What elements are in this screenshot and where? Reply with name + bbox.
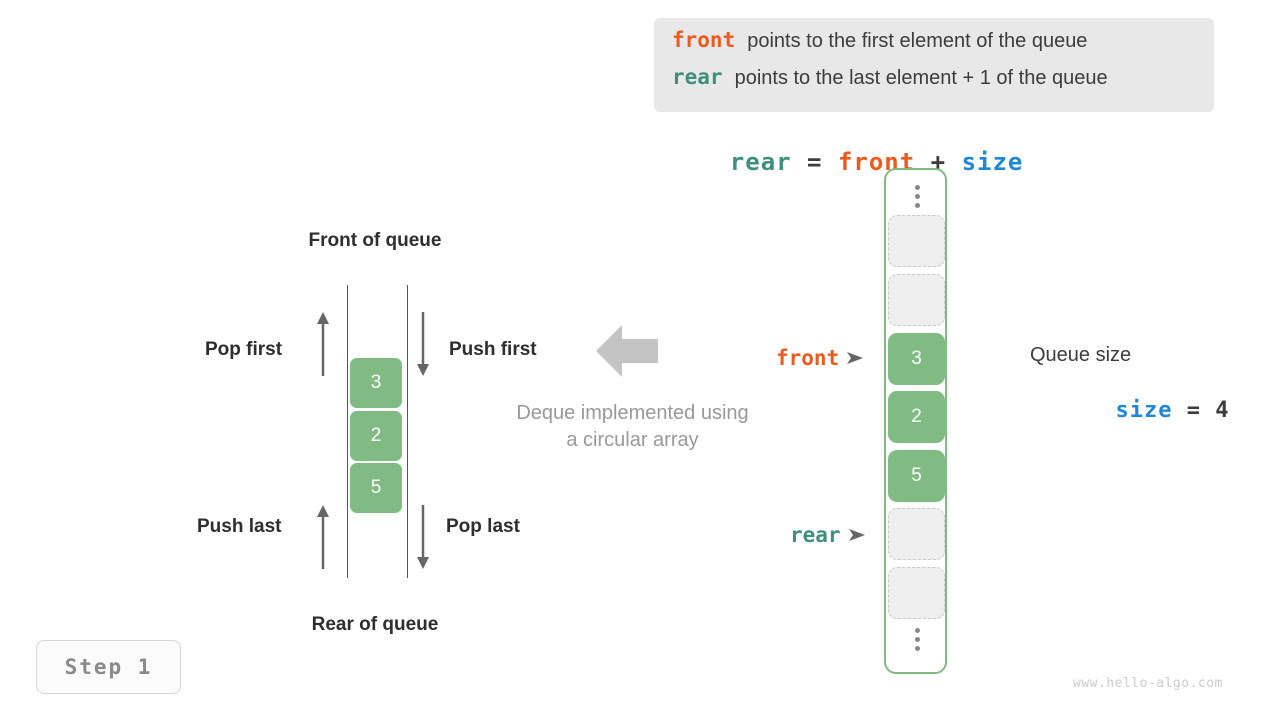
- legend-key-front: front: [672, 28, 736, 52]
- array-cell-filled: 5: [888, 450, 945, 502]
- array-cell-empty: [888, 508, 945, 560]
- array-cell-filled: 2: [888, 391, 945, 443]
- pop-first-label: Pop first: [205, 339, 283, 360]
- deque-cell: 2: [350, 411, 402, 461]
- front-pointer-label: front: [776, 346, 840, 370]
- formula-eq: =: [791, 148, 838, 176]
- arrow-down-push-first-icon: [417, 312, 429, 376]
- watermark: www.hello-algo.com: [1073, 676, 1223, 691]
- legend-key-rear: rear: [672, 65, 723, 89]
- pointer-arrowhead-icon: [848, 529, 865, 541]
- array-cell-empty: [888, 567, 945, 619]
- front-pointer: front: [776, 346, 864, 370]
- legend-text-rear: points to the last element + 1 of the qu…: [734, 67, 1108, 89]
- deque-cell: 5: [350, 463, 402, 513]
- legend-row-front: front points to the first element of the…: [672, 28, 1196, 65]
- ellipsis-top-icon: [886, 185, 949, 208]
- caption-line-1: Deque implemented using: [516, 402, 749, 424]
- circular-array-container: 3 2 5: [884, 168, 947, 674]
- arrow-up-push-last-icon: [317, 505, 329, 569]
- queue-size-title: Queue size: [1030, 344, 1132, 366]
- formula-rear-equals-front-plus-size: rear = front + size: [668, 120, 1023, 204]
- deque-cell: 3: [350, 358, 402, 408]
- formula-rhs2: size: [961, 148, 1024, 176]
- arrow-left-big-icon: [596, 325, 658, 377]
- rear-of-queue-label: Rear of queue: [311, 614, 439, 635]
- legend-box: front points to the first element of the…: [654, 18, 1214, 112]
- queue-size-equals: =: [1172, 398, 1216, 423]
- ellipsis-bottom-icon: [886, 628, 949, 651]
- caption-line-2: a circular array: [566, 429, 699, 451]
- queue-size-number: 4: [1215, 398, 1230, 423]
- arrow-up-pop-first-icon: [317, 312, 329, 376]
- queue-size-var: size: [1115, 398, 1173, 423]
- push-first-label: Push first: [449, 339, 537, 360]
- queue-size-block: Queue size size = 4: [1030, 344, 1229, 448]
- deque-rail-left: [347, 285, 348, 578]
- rear-pointer: rear: [790, 523, 865, 547]
- legend-row-rear: rear points to the last element + 1 of t…: [672, 65, 1196, 102]
- legend-text-front: points to the first element of the queue: [747, 30, 1088, 52]
- formula-lhs: rear: [729, 148, 792, 176]
- push-last-label: Push last: [197, 516, 282, 537]
- queue-size-value: size = 4: [1030, 373, 1229, 448]
- array-cell-empty: [888, 215, 945, 267]
- diagram-caption: Deque implemented using a circular array: [470, 400, 795, 454]
- rear-pointer-label: rear: [790, 523, 841, 547]
- array-cell-filled: 3: [888, 333, 945, 385]
- deque-rail-right: [407, 285, 408, 578]
- front-of-queue-label: Front of queue: [308, 230, 442, 251]
- array-cell-empty: [888, 274, 945, 326]
- arrow-down-pop-last-icon: [417, 505, 429, 569]
- pop-last-label: Pop last: [446, 516, 520, 537]
- pointer-arrowhead-icon: [847, 352, 864, 364]
- step-badge: Step 1: [36, 640, 181, 694]
